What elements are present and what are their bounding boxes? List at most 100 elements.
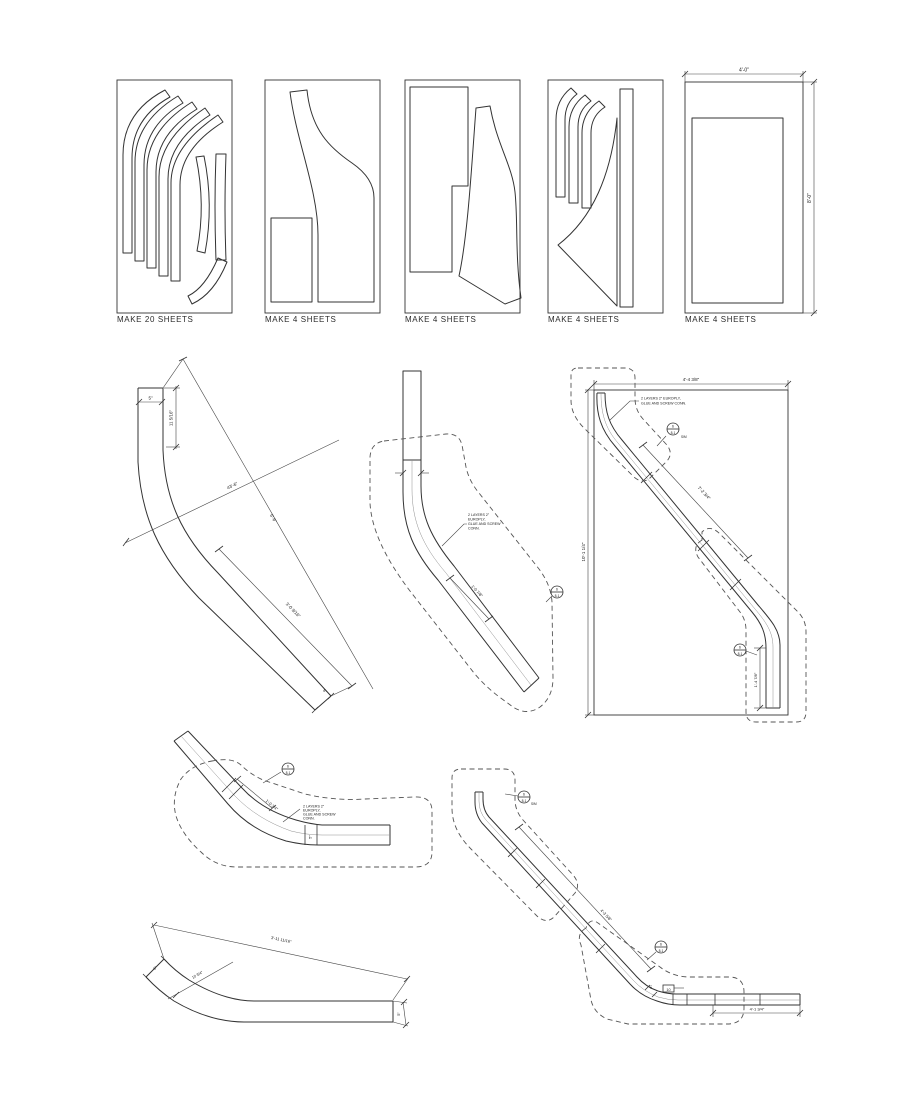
part-drawing-tall-diagonal: 4'-4 3/8" 10'-1 1/4" 7'-2 3/4" (570, 367, 807, 723)
detail-bubble: 6 8.1 (545, 585, 564, 603)
panel-width-label: 4'-4 3/8" (683, 377, 700, 382)
jamb-radius-dim: 43'-6" (122, 439, 340, 547)
sheet-panel-2: MAKE 4 SHEETS (264, 79, 381, 324)
jamb-chord-dim: 6'-6" (162, 356, 374, 690)
bubble-sim-note: SIM (531, 802, 537, 806)
part-drawing-s-curve-post: 1'-0 7/8" 2 LAYERS 2" EUROPLY, GLUE AND … (369, 370, 564, 712)
note-line: 2 LAYERS 2" (468, 513, 490, 517)
long-rail-bend-label: 5" (649, 984, 655, 990)
elbow-glueup-outline (173, 759, 433, 868)
elbow-outer-edge (173, 740, 390, 846)
sheet2-parts (270, 89, 375, 303)
jamb-neck-dim: 11 5/16" (164, 384, 180, 451)
jamb-radius-label: 43'-6" (226, 481, 239, 491)
jamb-cap-width-dim: 5" (135, 396, 166, 406)
long-rail-bottom-dim: 4'-1 3/4" (709, 1005, 804, 1017)
post-layup-note: 2 LAYERS 2" EUROPLY, GLUE AND SCREW CONN… (441, 513, 501, 547)
sheet5-label: MAKE 4 SHEETS (685, 315, 756, 324)
long-rail-bottom-label: 4'-1 3/4" (750, 1007, 765, 1012)
note-line: EUROPLY, (303, 809, 321, 813)
note-line: GLUE AND SCREW (303, 813, 336, 817)
jamb-cap-width-label: 5" (148, 396, 153, 401)
jamb-chord-label: 6'-6" (269, 513, 278, 524)
rail-end-label: 5" (397, 1012, 401, 1016)
note-leader (282, 808, 301, 823)
bubble-number: 6 (739, 646, 741, 650)
panel-width-dim: 4'-4 3/8" (590, 377, 792, 390)
sheet5-part (691, 117, 784, 304)
panel-glueup-outline-top (570, 367, 671, 482)
note-line: 2 LAYERS 2" (303, 805, 325, 809)
sheet-panel-4: MAKE 4 SHEETS (547, 79, 664, 324)
bubble-number: 6 (672, 425, 674, 429)
rail-inner-edge (163, 958, 393, 1002)
note-leader (441, 523, 467, 547)
long-rail-flag: 10 (662, 984, 684, 993)
elbow-joint-ticks (221, 777, 318, 845)
sheet3-parts (409, 86, 522, 305)
post-layer-ticks (395, 469, 429, 477)
long-rail-inner-edge (482, 792, 800, 995)
rail-overall-dim: 3'-11 11/16" (150, 921, 411, 1001)
bubble-sheet: 8.1 (659, 949, 664, 953)
post-layer-seam (411, 460, 532, 686)
bubble-number: 6 (523, 793, 525, 797)
bubble-sim-note: SIM (681, 435, 687, 439)
sheet4-parts (555, 87, 634, 308)
panel-height-label: 10'-1 1/4" (581, 542, 586, 561)
sheet3-outline (404, 79, 521, 314)
panel-height-dim: 10'-1 1/4" (581, 386, 594, 719)
sheet1-label: MAKE 20 SHEETS (117, 315, 193, 324)
long-rail-joint-ticks (507, 847, 761, 1005)
detail-bubble: 6 8.1 (646, 940, 668, 961)
panel-leg-label: 1'-4 7/8" (753, 672, 758, 687)
sheet2-outline (264, 79, 381, 314)
post-outer-edge (402, 460, 525, 693)
sheet5-height-label: 8'-0" (807, 193, 813, 203)
panel-outer-edge (596, 392, 767, 708)
long-rail-bend-dim: 5" (644, 984, 658, 998)
rail-left-cap (145, 958, 165, 978)
note-leader (609, 400, 639, 421)
panel-boundary (593, 389, 789, 716)
long-rail-glueup-outline-bottom (578, 920, 745, 1025)
detail-bubble: 6 8.1 SIM (656, 422, 687, 447)
note-line: 2 LAYERS 2" EUROPLY, (641, 397, 681, 401)
panel-layup-note: 2 LAYERS 2" EUROPLY, GLUE AND SCREW CONN… (609, 397, 686, 421)
sheet5-outline (684, 81, 804, 314)
rail-cap-label: 5" (153, 965, 159, 971)
sheet-panel-1: MAKE 20 SHEETS (116, 79, 233, 324)
panel-inner-edge (604, 392, 781, 708)
bubble-sheet: 8.1 (738, 652, 743, 656)
post-inner-edge (420, 460, 540, 679)
rail-end-dim: 5" (392, 998, 410, 1029)
part-drawing-long-rail: 4'-3 5/8" 5" 10 4'-1 3/4" 6 8.1 SIM (451, 768, 804, 1025)
sheet-panel-5: 4'-0" 8'-0" MAKE 4 SHEETS (681, 68, 818, 324)
elbow-joint-width-label: 5" (308, 835, 313, 839)
bubble-number: 6 (660, 943, 662, 947)
elbow-layer-seam (180, 735, 390, 836)
part-drawing-base-rail: 5" 10 3/4" 3'-11 11/16" 5" (142, 921, 411, 1029)
rail-radius-label: 10 3/4" (191, 970, 204, 980)
sheet5-width-dim: 4'-0" (681, 68, 807, 82)
note-line: GLUE AND SCREW (468, 522, 501, 526)
detail-bubble: 6 8.1 SIM (504, 790, 537, 806)
post-glueup-outline (369, 433, 554, 712)
panel-layer-seam (600, 392, 774, 708)
bubble-sheet: 8.1 (522, 799, 527, 803)
sheet3-label: MAKE 4 SHEETS (405, 315, 476, 324)
bubble-number: 6 (556, 588, 558, 592)
sheet5-width-label: 4'-0" (739, 68, 749, 74)
panel-glueup-outline-bottom (695, 528, 807, 723)
bubble-sheet: 8.1 (555, 594, 560, 598)
rail-radius-dim: 10 3/4" (167, 961, 234, 1000)
note-line: EUROPLY, (468, 518, 486, 522)
panel-leg-dim: 1'-4 7/8" (753, 644, 766, 712)
bubble-sheet: 8.1 (671, 431, 676, 435)
rail-overall-label: 3'-11 11/16" (271, 935, 293, 944)
jamb-end-label: 6" (322, 688, 329, 695)
jamb-inner-edge (162, 388, 332, 697)
